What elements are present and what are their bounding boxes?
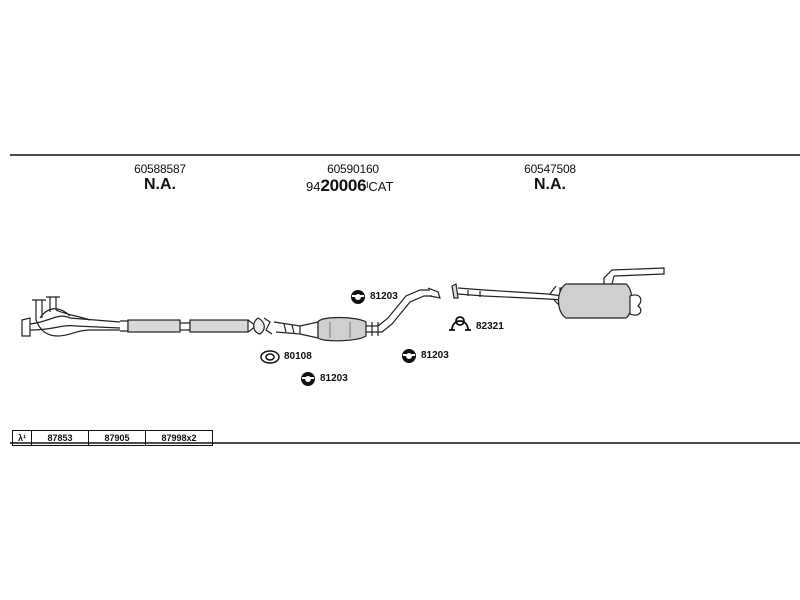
gasket-icon [260,350,280,364]
accessory-legend: λ¹ 87853 87905 87998x2 [12,430,214,446]
catalog-suffix-text: CAT [368,179,394,194]
status-left: N.A. [144,176,176,193]
callout-gasket: 80108 [284,351,312,362]
hanger-icon [449,316,471,331]
clamp-icon [351,290,365,304]
clamp-icon [402,349,416,363]
callout-clamp-low: 81203 [320,373,348,384]
catalog-main-number: 20006 [320,176,367,195]
legend-symbol: λ¹ [13,431,33,445]
legend-item: 87998x2 [161,433,197,443]
catalytic-converter-assembly [253,287,441,342]
part-number-center: 60590160 [327,162,379,176]
callout-hanger: 82321 [476,321,504,332]
catalog-suffix: ᴵCAT [366,179,394,194]
front-pipe-assembly [21,296,257,337]
part-number-right: 60547508 [524,162,576,176]
callout-clamp-top: 81203 [370,291,398,302]
rear-muffler-assembly [451,267,665,319]
catalog-prefix: 94 [306,179,321,194]
legend-item: 87905 [89,431,147,445]
callout-clamp-mid: 81203 [421,350,449,361]
part-number-left: 60588587 [134,162,186,176]
legend-item: 87853 [32,431,90,445]
clamp-icon [301,372,315,386]
catalog-number: 9420006ᴵCAT [306,176,393,196]
status-right: N.A. [534,176,566,193]
